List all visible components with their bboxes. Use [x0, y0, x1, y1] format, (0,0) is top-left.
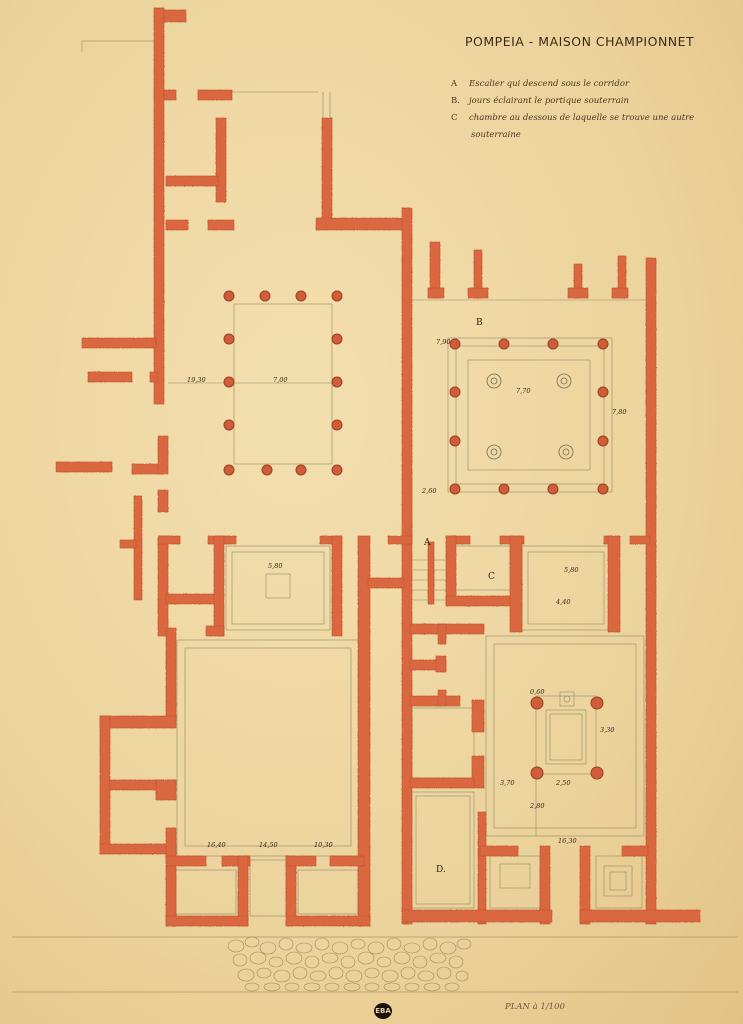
dimension-label: 7,00	[273, 376, 288, 384]
dimension-label: 7,90	[436, 338, 451, 346]
dimension-label: 2,80	[530, 802, 545, 810]
walls	[55, 7, 701, 927]
columns	[223, 290, 609, 780]
room-label-c: C	[488, 572, 495, 582]
legend-text: souterraine	[471, 130, 521, 140]
dimension-label: 3,30	[600, 726, 615, 734]
dimension-label: 16,40	[207, 841, 226, 849]
legend-item-c-continued: souterraine	[451, 127, 731, 144]
dimension-label: 16,30	[558, 837, 577, 845]
legend: A Escalier qui descend sous le corridor …	[451, 76, 731, 144]
legend-text: chambre au dessous de laquelle se trouve…	[469, 113, 695, 123]
legend-key: A	[451, 79, 458, 89]
legend-text: jours éclairant le portique souterrain	[469, 96, 630, 106]
dimension-label: 10,30	[314, 841, 333, 849]
dimension-label: 4,40	[556, 598, 571, 606]
scale-note: PLAN à 1/100	[505, 1002, 565, 1012]
dimension-label: 0,60	[530, 688, 545, 696]
legend-item-b: B. jours éclairant le portique souterrai…	[451, 93, 731, 110]
dimension-label: 2,60	[422, 487, 437, 495]
drawing-title: POMPEIA - MAISON CHAMPIONNET	[465, 34, 695, 49]
legend-item-c: C chambre au dessous de laquelle se trou…	[451, 110, 731, 127]
frame-lines	[12, 40, 738, 993]
room-label-d: D.	[436, 865, 446, 875]
legend-item-a: A Escalier qui descend sous le corridor	[451, 76, 731, 93]
pedestals	[486, 373, 574, 460]
dimension-label: 2,50	[556, 779, 571, 787]
legend-key: B.	[451, 96, 460, 106]
dimension-label: 19,30	[187, 376, 206, 384]
dimension-label: 5,80	[564, 566, 579, 574]
dimension-label: 14,50	[259, 841, 278, 849]
dimension-label: 5,80	[268, 562, 283, 570]
library-stamp: EBA	[374, 1003, 392, 1019]
dimension-label: 3,70	[500, 779, 515, 787]
room-label-b: B	[476, 318, 483, 328]
cobblestone-road	[227, 936, 472, 992]
dimension-label: 7,80	[612, 408, 627, 416]
legend-key: C	[451, 113, 458, 123]
room-label-a: A	[424, 538, 431, 548]
legend-text: Escalier qui descend sous le corridor	[469, 79, 630, 89]
dimension-label: 7,70	[516, 387, 531, 395]
